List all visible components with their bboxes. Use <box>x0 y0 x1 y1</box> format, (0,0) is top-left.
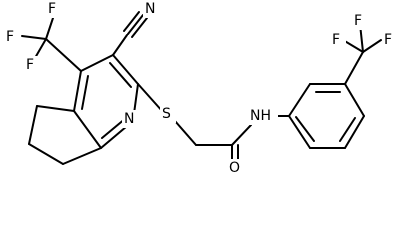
bond-ring-double-3 <box>295 116 315 142</box>
bond-c3-c4 <box>344 83 365 117</box>
bond-c6-c1 <box>288 115 311 149</box>
sulfur-label: S <box>162 106 171 122</box>
chemical-structure-diagram: F F F N S N NH O F F F <box>4 0 398 177</box>
bond-c2-s <box>137 83 164 113</box>
fluorine-label-left-3: F <box>26 57 34 73</box>
bond-c4a-c4-double <box>81 75 89 110</box>
bond-cf3-right-f1 <box>342 39 364 53</box>
bond-cf3-to-c4 <box>45 38 82 72</box>
fluorine-label-right-2: F <box>354 13 362 29</box>
bond-nitrile-triple-3 <box>131 17 148 38</box>
bond-cf3-right-f3 <box>362 39 382 53</box>
bond-nitrile-triple-1 <box>123 11 140 32</box>
bond-s-ch2 <box>174 120 197 146</box>
bond-c4-c3 <box>80 54 114 72</box>
bond-cf3-left-f1 <box>21 35 47 40</box>
bond-c6-c7 <box>28 143 64 165</box>
fluorine-label-right-3: F <box>384 32 392 48</box>
bond-nitrile-triple-2 <box>127 14 144 35</box>
atom-label-masks <box>4 0 398 177</box>
bond-c1-c2 <box>288 83 311 117</box>
bond-c7a-c4a <box>73 110 102 149</box>
bond-ring-double-2 <box>339 117 356 142</box>
bond-cf3-left-f3 <box>34 38 47 59</box>
fluorine-label-left-2: F <box>48 1 56 17</box>
bond-ring-to-cf3 <box>344 51 364 85</box>
bond-c5-c6 <box>28 105 38 145</box>
bond-c4a-c5 <box>36 105 75 112</box>
bond-c7-c7a <box>62 147 102 165</box>
bond-carbonyl-nh <box>231 124 252 146</box>
fluorine-label-right-1: F <box>332 32 340 48</box>
bond-cf3-left-f2 <box>45 17 54 40</box>
bond-c3-c2-double <box>109 62 132 88</box>
atom-labels: F F F N S N NH O F F F <box>6 1 392 176</box>
amide-oxygen-label: O <box>229 160 240 176</box>
bond-c3-c2 <box>112 54 139 85</box>
bond-c4a-c4 <box>73 70 82 112</box>
nitrile-nitrogen-label: N <box>145 1 155 17</box>
bond-c4-c5 <box>344 115 365 149</box>
fluorine-label-left-1: F <box>6 29 14 45</box>
bond-network <box>21 11 382 167</box>
ring-nitrogen-label: N <box>124 111 134 127</box>
bond-c3-cn-carbon <box>112 34 128 56</box>
amide-nh-label: NH <box>250 108 271 124</box>
